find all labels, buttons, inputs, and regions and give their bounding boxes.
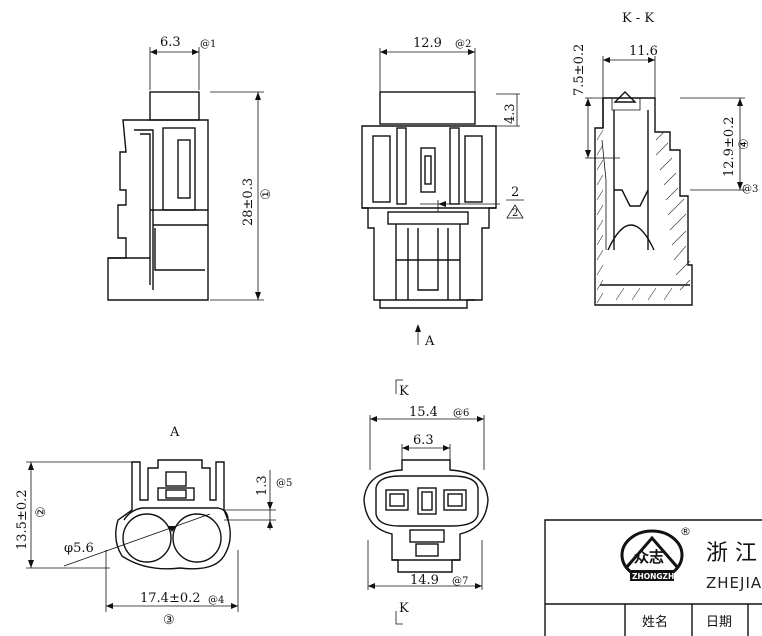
top-inner-dim: 6.3 — [413, 433, 434, 448]
front-gap-dim: 2 — [511, 185, 519, 200]
a-height-dim: 13.5±0.2 — [15, 489, 30, 550]
col-date-label: 日期 — [706, 615, 732, 630]
section-view: K - K 11.6 7.5±0.2 — [572, 11, 758, 306]
section-title: K - K — [622, 11, 654, 26]
side-width-ref: @1 — [200, 39, 216, 50]
col-name-label: 姓名 — [642, 614, 668, 630]
front-view: 12.9 @2 4.3 2 2 A — [361, 36, 524, 349]
side-view: 6.3 @1 28±0.3 ① — [107, 35, 274, 301]
view-a-title: A — [169, 425, 180, 440]
top-base-dim: 14.9 — [410, 573, 439, 588]
logo-en-text: ZHONGZHI — [632, 572, 677, 581]
front-gap-ref: 2 — [512, 208, 518, 219]
company-name-en: ZHEJIAN — [706, 574, 762, 592]
side-width-dim: 6.3 — [160, 35, 181, 50]
a-width-ref2: ③ — [163, 613, 175, 628]
top-base-ref: @7 — [452, 576, 468, 587]
side-height-dim: 28±0.3 — [241, 178, 256, 226]
a-height-ref: ② — [34, 506, 49, 518]
view-a-arrow-label: A — [424, 334, 435, 349]
a-width-ref: @4 — [208, 595, 224, 606]
company-logo: 众志 ZHONGZHI ® — [620, 525, 691, 581]
section-mark-top: K — [399, 384, 409, 399]
a-rib-dim: 1.3 — [255, 475, 270, 496]
top-width-ref: @6 — [453, 408, 469, 419]
a-width-dim: 17.4±0.2 — [140, 591, 201, 606]
front-width-dim: 12.9 — [413, 36, 442, 51]
front-width-ref: @2 — [455, 39, 471, 50]
side-height-ref: ① — [259, 188, 274, 200]
top-view: K K 15.4 @6 6.3 14.9 @7 — [363, 379, 489, 625]
front-top-dim: 4.3 — [503, 103, 518, 124]
view-a: A 13.5±0.2 ② φ5.6 1.3 @5 17.4±0.2 @4 ③ — [15, 425, 292, 628]
logo-cn-text: 众志 — [634, 548, 664, 566]
registered-mark: ® — [680, 525, 691, 538]
a-rib-ref: @5 — [276, 478, 292, 489]
sect-height-dim: 12.9±0.2 — [722, 116, 737, 177]
sect-height-ref: ④ — [737, 138, 752, 150]
sect-mark: @3 — [742, 184, 758, 195]
sect-depth-dim: 7.5±0.2 — [572, 44, 587, 96]
section-mark-bottom: K — [399, 601, 409, 616]
company-name-cn: 浙 江 — [706, 541, 757, 566]
title-block: 众志 ZHONGZHI ® 浙 江 ZHEJIAN 姓名 日期 — [544, 519, 762, 636]
top-width-dim: 15.4 — [409, 405, 438, 420]
a-dia-dim: φ5.6 — [64, 541, 94, 556]
sect-width-dim: 11.6 — [629, 44, 658, 59]
